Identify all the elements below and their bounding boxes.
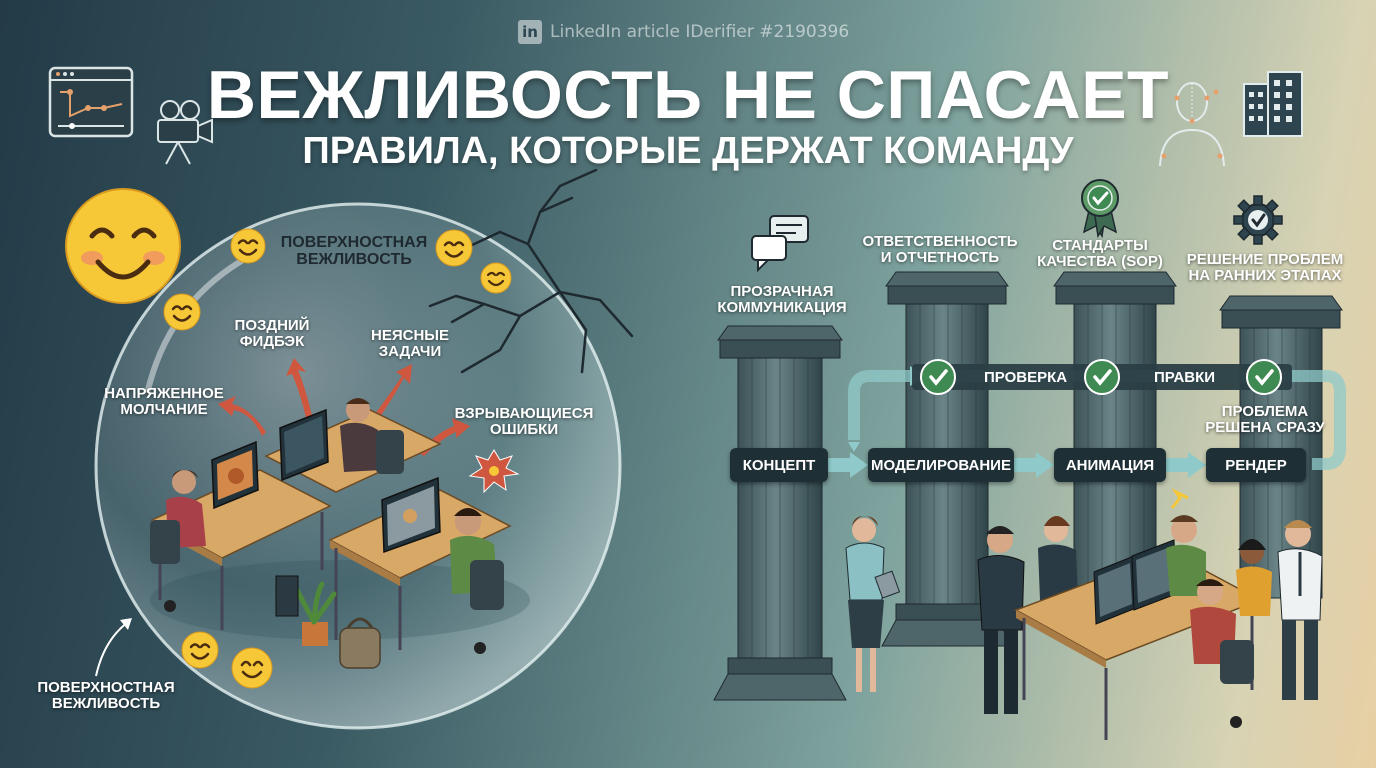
- step-animation: АНИМАЦИЯ: [1054, 448, 1166, 482]
- bottom-politeness-label: ПОВЕРХНОСТНАЯ ВЕЖЛИВОСТЬ: [37, 679, 175, 713]
- tense-silence-label: НАПРЯЖЕННОЕ МОЛЧАНИЕ: [104, 385, 224, 419]
- pillar-label-early-problem-solving: РЕШЕНИЕ ПРОБЛЕМ НА РАННИХ ЭТАПАХ: [1186, 251, 1344, 285]
- unclear-tasks-label: НЕЯСНЫЕ ЗАДАЧИ: [371, 327, 449, 361]
- step-concept: КОНЦЕПТ: [730, 448, 828, 482]
- pillar-label-accountability: ОТВЕТСТВЕННОСТЬ И ОТЧЕТНОСТЬ: [862, 233, 1018, 267]
- step-render: РЕНДЕР: [1206, 448, 1306, 482]
- gear-check-icon: [1233, 195, 1283, 245]
- movie-camera-icon: [157, 100, 213, 165]
- edits-label: ПРАВКИ: [1154, 369, 1216, 386]
- review-label: ПРОВЕРКА: [984, 369, 1068, 386]
- page-title: ВЕЖЛИВОСТЬ НЕ СПАСАЕТ: [206, 57, 1170, 133]
- pillar-label-communication: ПРОЗРАЧНАЯ КОММУНИКАЦИЯ: [717, 283, 847, 317]
- pillar-label-quality-standards: СТАНДАРТЫ КАЧЕСТВА (SOP): [1037, 237, 1163, 271]
- pillar-1: [713, 325, 847, 701]
- bubble-title-label: ПОВЕРХНОСТНАЯ ВЕЖЛИВОСТЬ: [280, 234, 428, 269]
- error-explosion-icon: [468, 449, 520, 494]
- small-smile-emojis: [163, 228, 512, 689]
- page-subtitle: ПРАВИЛА, КОТОРЫЕ ДЕРЖАТ КОМАНДУ: [302, 130, 1074, 172]
- problem-solved-note: ПРОБЛЕМА РЕШЕНА СРАЗУ: [1205, 403, 1325, 437]
- late-feedback-label: ПОЗДНИЙ ФИДБЭК: [234, 317, 310, 351]
- watermark-text: LinkedIn article IDerifier #2190396: [550, 22, 850, 42]
- exploding-errors-label: ВЗРЫВАЮЩИЕСЯ ОШИБКИ: [454, 405, 594, 439]
- check-circles: [920, 359, 1282, 395]
- award-badge-icon: [1081, 179, 1119, 239]
- 3d-character-icon: [1159, 82, 1225, 167]
- pillars-illustration: [713, 179, 1346, 740]
- watermark: in LinkedIn article IDerifier #2190396: [518, 20, 849, 44]
- linkedin-icon: in: [518, 20, 542, 44]
- chat-icon: [751, 215, 809, 273]
- big-smile-emoji-icon: [65, 188, 181, 304]
- timeline-window-icon: [48, 66, 134, 138]
- office-building-icon: [1243, 71, 1303, 137]
- step-modeling: МОДЕЛИРОВАНИЕ: [868, 448, 1014, 482]
- politeness-bubble-illustration: [65, 168, 634, 730]
- team-people: [845, 488, 1323, 740]
